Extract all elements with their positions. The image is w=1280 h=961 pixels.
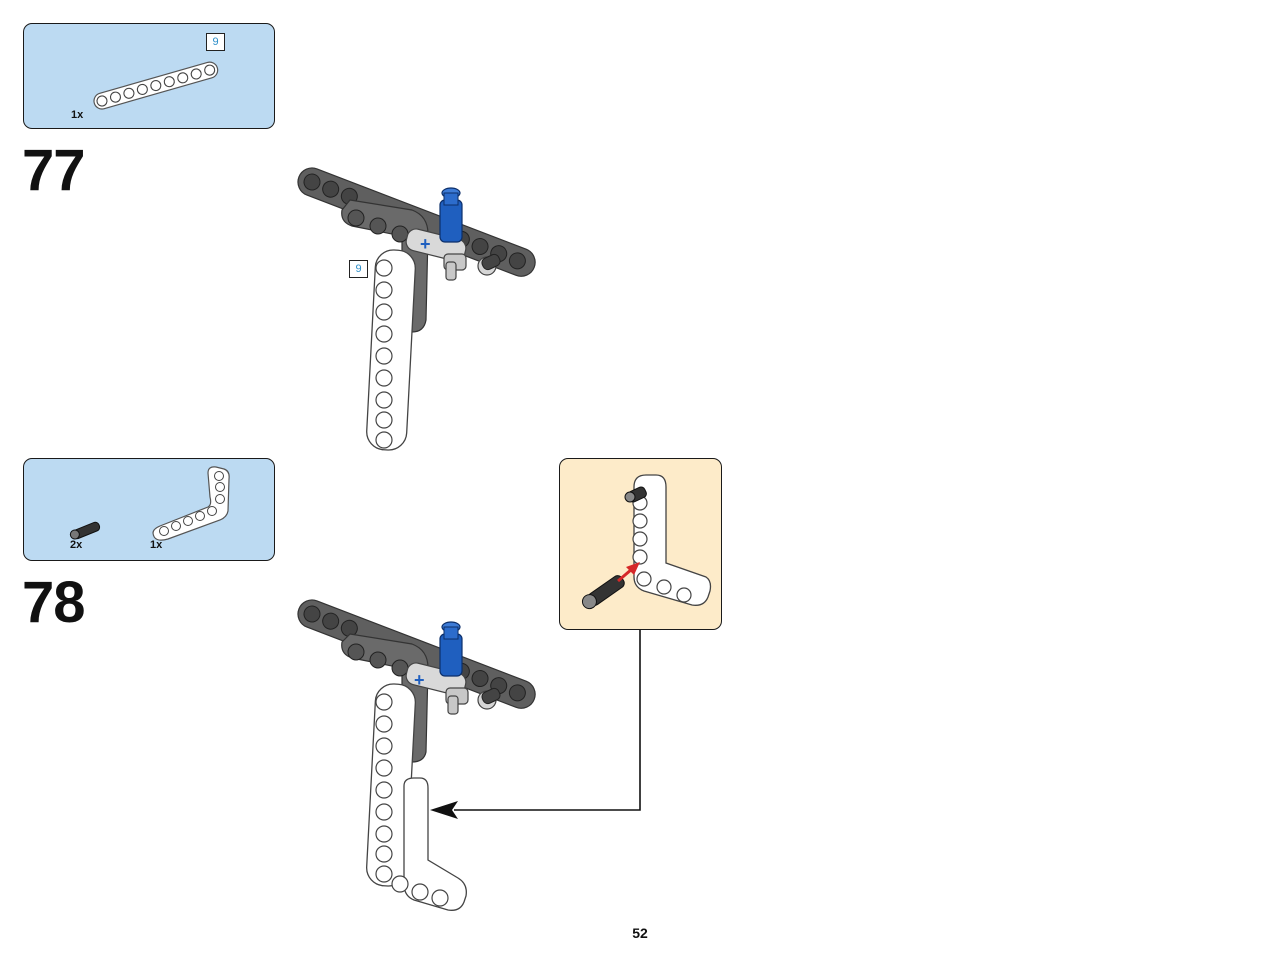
step-77-parts-box: 9 1x (23, 23, 275, 129)
step-78-parts-box: 2x 1x (23, 458, 275, 561)
beam-9-icon (93, 61, 219, 110)
part-quantity: 2x (70, 539, 83, 551)
svg-text:+: + (420, 234, 431, 254)
part-quantity: 1x (71, 109, 84, 121)
subassembly-illustration (581, 474, 712, 610)
angle-beam-icon (152, 466, 230, 541)
pin-black-icon (69, 521, 101, 540)
model-length-tag: 9 (349, 260, 368, 278)
subassembly-callout (559, 458, 722, 630)
step-number: 78 (22, 570, 86, 635)
beam-length-tag: 9 (206, 33, 225, 51)
step-number: 77 (22, 138, 86, 203)
page-number: 52 (632, 925, 648, 941)
part-quantity: 1x (150, 539, 163, 551)
svg-text:+: + (414, 670, 425, 690)
